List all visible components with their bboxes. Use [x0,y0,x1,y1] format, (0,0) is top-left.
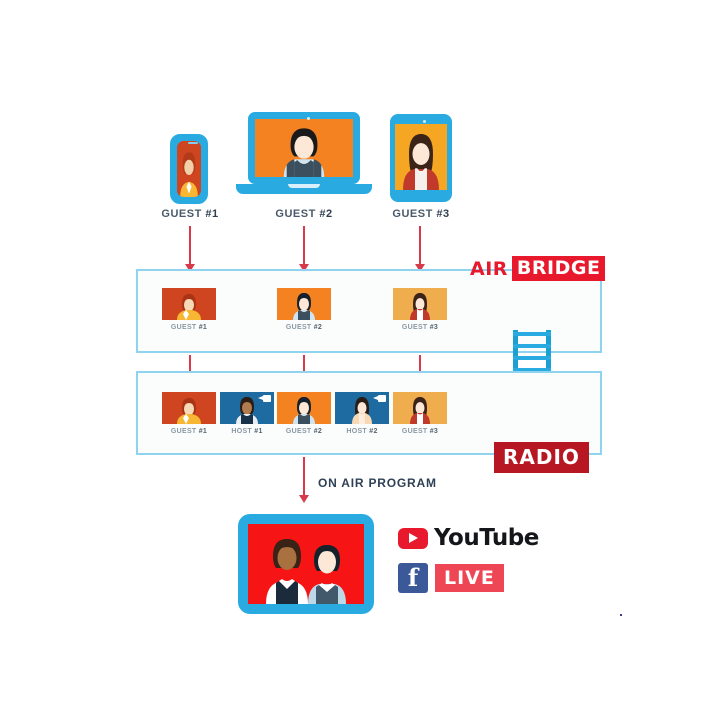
tablet-screen [395,124,447,190]
youtube-play-icon [398,527,428,549]
radio-tile-host-2-portrait-icon [335,392,389,424]
bridge-tile-label-guest-1-suffix: #1 [198,324,208,331]
guest3-portrait-icon [395,124,447,190]
bridge-tile-guest-3-portrait-icon [393,288,447,320]
bridge-tile-label-guest-3-prefix: GUEST [401,324,430,331]
youtube-logo[interactable]: YouTube [398,525,539,551]
bridge-tile-label-guest-1: GUEST #1 [154,324,224,331]
guest1-portrait-icon [177,141,201,197]
radio-badge: RADIO [494,442,589,473]
arrow-radio-to-output-head [299,495,309,503]
laptop-trackpad-notch [288,184,320,188]
stray-dot-mark [620,614,622,616]
radio-tile-label-guest-3-prefix: GUEST [401,428,430,435]
radio-tile-guest-1-portrait-icon [162,392,216,424]
youtube-label: YouTube [434,525,539,551]
source-label-guest-3-prefix: GUEST [392,208,437,220]
smartphone-screen [177,141,201,197]
smartphone-speaker [188,142,198,144]
radio-tile-label-guest-1-suffix: #1 [198,428,208,435]
radio-tile-guest-1[interactable] [162,392,216,424]
radio-tile-guest-3[interactable] [393,392,447,424]
bridge-tile-guest-2[interactable] [277,288,331,320]
bridge-tile-guest-2-portrait-icon [277,288,331,320]
radio-tile-label-guest-1-prefix: GUEST [170,428,199,435]
camera-icon [258,395,271,402]
bridge-tile-label-guest-1-prefix: GUEST [170,324,199,331]
ladder-rail-left [513,330,518,392]
ladder-rung [513,356,551,360]
radio-tile-host-2[interactable] [335,392,389,424]
ladder-rung [513,332,551,336]
arrow-device-to-bridge-1-line [189,226,191,266]
radio-tile-label-host-1-prefix: HOST [231,428,255,435]
radio-tile-label-host-2: HOST #2 [327,428,397,435]
laptop-base [236,184,372,194]
source-label-guest-2-prefix: GUEST [275,208,320,220]
source-label-guest-1-suffix: #1 [205,208,219,220]
air-bridge-badge-air: AIR [470,257,508,280]
camera-icon-lens [373,396,378,400]
ladder-rung [513,368,551,372]
laptop-screen [255,119,353,177]
output-device-tablet [238,514,374,614]
radio-tile-label-host-2-prefix: HOST [346,428,370,435]
source-label-guest-2-suffix: #2 [319,208,333,220]
camera-icon [373,395,386,402]
arrow-device-to-bridge-3-line [419,226,421,266]
air-bridge-badge: AIR BRIDGE [470,256,606,281]
bridge-tile-guest-3[interactable] [393,288,447,320]
arrow-device-to-bridge-3-head [415,264,425,272]
arrow-radio-to-output-line [303,457,305,497]
radio-tile-guest-3-portrait-icon [393,392,447,424]
radio-tile-label-guest-3: GUEST #3 [385,428,455,435]
facebook-icon: f [398,563,428,593]
radio-tile-guest-2-portrait-icon [277,392,331,424]
radio-tile-label-guest-2-prefix: GUEST [285,428,314,435]
radio-tile-label-host-1-suffix: #1 [254,428,263,435]
tablet-home-button [422,199,427,202]
arrow-device-to-bridge-2-head [299,264,309,272]
camera-icon-body [378,395,386,402]
radio-tile-label-guest-3-suffix: #3 [429,428,439,435]
facebook-live-logo[interactable]: f LIVE [398,563,504,593]
output-hosts-icon [248,524,364,604]
source-label-guest-2: GUEST #2 [259,208,349,220]
bridge-tile-label-guest-2-suffix: #2 [313,324,323,331]
bridge-tile-guest-1-portrait-icon [162,288,216,320]
guest2-portrait-icon [255,119,353,177]
source-label-guest-3-suffix: #3 [436,208,450,220]
facebook-live-badge: LIVE [435,564,504,592]
ladder-rung [513,344,551,348]
radio-tile-label-guest-1: GUEST #1 [154,428,224,435]
on-air-program-label: ON AIR PROGRAM [318,476,437,490]
radio-tile-label-host-2-suffix: #2 [369,428,378,435]
radio-tile-label-guest-2-suffix: #2 [313,428,323,435]
bridge-tile-label-guest-3-suffix: #3 [429,324,439,331]
source-device-tablet [390,114,452,202]
bridge-tile-label-guest-2: GUEST #2 [269,324,339,331]
arrow-device-to-bridge-1-head [185,264,195,272]
air-bridge-badge-bridge: BRIDGE [511,256,606,281]
arrow-device-to-bridge-2-line [303,226,305,266]
source-device-laptop [248,112,360,184]
source-label-guest-3: GUEST #3 [376,208,466,220]
bridge-tile-label-guest-2-prefix: GUEST [285,324,314,331]
source-device-smartphone [170,134,208,204]
laptop-camera-dot [307,117,310,120]
camera-icon-lens [258,396,263,400]
camera-icon-body [263,395,271,402]
tablet-camera-dot [423,120,426,123]
radio-tile-label-host-1: HOST #1 [212,428,282,435]
bridge-tile-guest-1[interactable] [162,288,216,320]
bridge-tile-label-guest-3: GUEST #3 [385,324,455,331]
radio-tile-host-1[interactable] [220,392,274,424]
radio-tile-guest-2[interactable] [277,392,331,424]
output-screen [248,524,364,604]
radio-tile-label-guest-2: GUEST #2 [269,428,339,435]
source-label-guest-1: GUEST #1 [145,208,235,220]
air-bridge-panel [136,269,602,353]
ladder-rail-right [546,330,551,392]
source-label-guest-1-prefix: GUEST [161,208,206,220]
